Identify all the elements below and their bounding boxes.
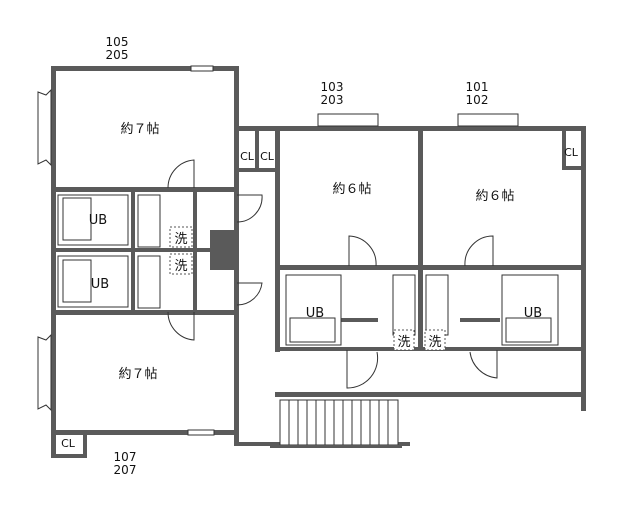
closet-label: CL <box>240 150 255 163</box>
closet-label: CL <box>564 146 579 159</box>
left-building-walls <box>51 66 410 458</box>
bath-label: UB <box>524 306 542 321</box>
unit-number-205: 205 <box>106 48 129 62</box>
staircase <box>270 399 402 448</box>
room-label-right: 約６帖 <box>475 189 514 204</box>
laundry-label: 洗 <box>174 232 187 247</box>
laundry-label: 洗 <box>397 335 410 350</box>
closet-label: CL <box>61 437 76 450</box>
unit-number-101: 101 <box>466 80 489 94</box>
bath-fixtures <box>57 194 559 346</box>
unit-number-105: 105 <box>106 35 129 49</box>
bay-window <box>457 113 519 127</box>
unit-number-103: 103 <box>321 80 344 94</box>
right-building-walls <box>236 126 586 411</box>
bay-window <box>37 88 52 167</box>
room-label-middle: 約６帖 <box>332 182 371 197</box>
laundry-label: 洗 <box>428 335 441 350</box>
unit-number-207: 207 <box>114 463 137 477</box>
closet-label: CL <box>260 150 275 163</box>
bay-window <box>317 113 379 127</box>
bath-label: UB <box>306 306 324 321</box>
unit-number-203: 203 <box>321 93 344 107</box>
window <box>190 65 214 72</box>
room-label-upper-left: 約７帖 <box>120 122 159 137</box>
unit-number-107: 107 <box>114 450 137 464</box>
washer-space <box>169 226 193 248</box>
window <box>187 429 215 436</box>
washer-space <box>169 253 193 275</box>
washer-space <box>393 329 415 351</box>
door-swings <box>167 159 498 389</box>
washer-space <box>424 329 446 351</box>
unit-number-102: 102 <box>466 93 489 107</box>
laundry-label: 洗 <box>174 259 187 274</box>
room-label-lower-left: 約７帖 <box>118 367 157 382</box>
bay-window <box>37 333 52 412</box>
bath-label: UB <box>89 213 107 228</box>
bath-label: UB <box>91 277 109 292</box>
